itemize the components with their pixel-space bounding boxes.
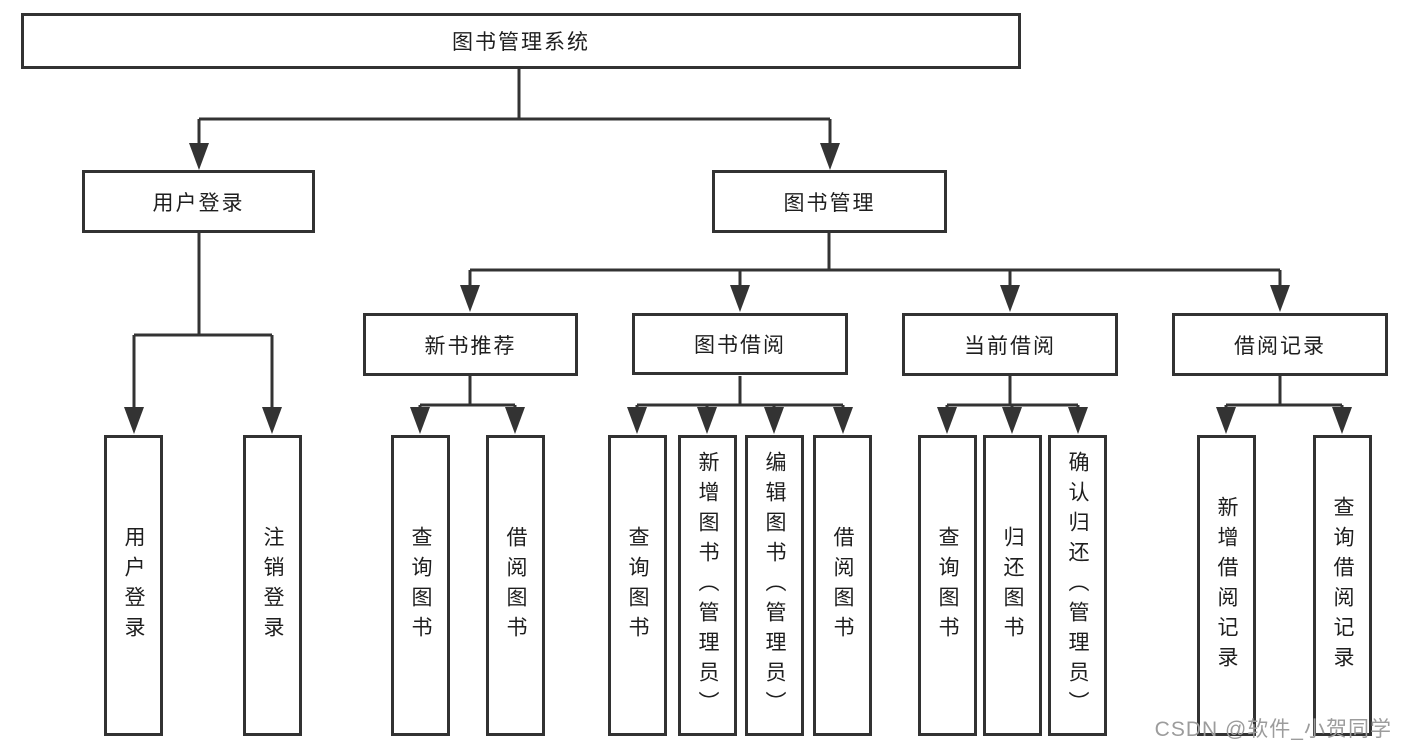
csdn-watermark: CSDN @软件_小贺同学: [1154, 718, 1392, 741]
node-root: 图书管理系统: [21, 13, 1021, 69]
leaf-user-login-label: 用户登录: [122, 525, 145, 646]
leaf-edit-book-admin: 编辑图书（管理员）: [745, 435, 804, 736]
node-borrow-records-label: 借阅记录: [1234, 334, 1326, 358]
leaf-add-book-admin: 新增图书（管理员）: [678, 435, 737, 736]
node-root-label: 图书管理系统: [452, 31, 590, 54]
node-user-login: 用户登录: [82, 170, 315, 233]
leaf-query-borrow-record-label: 查询借阅记录: [1331, 495, 1354, 676]
node-user-login-label: 用户登录: [152, 191, 245, 215]
leaf-borrow-books-2-label: 借阅图书: [831, 525, 854, 646]
leaf-return-book-label: 归还图书: [1001, 525, 1024, 646]
node-new-book-recommend: 新书推荐: [363, 313, 578, 376]
node-book-borrow-label: 图书借阅: [694, 334, 786, 357]
node-borrow-records: 借阅记录: [1172, 313, 1388, 376]
leaf-edit-book-admin-label: 编辑图书（管理员）: [763, 450, 786, 721]
leaf-user-login: 用户登录: [104, 435, 163, 736]
leaf-query-books-1-label: 查询图书: [409, 525, 432, 646]
leaf-query-books-2-label: 查询图书: [626, 525, 649, 646]
leaf-query-books-1: 查询图书: [391, 435, 450, 736]
node-current-borrow: 当前借阅: [902, 313, 1118, 376]
leaf-add-borrow-record-label: 新增借阅记录: [1215, 495, 1238, 676]
node-book-management-label: 图书管理: [783, 191, 876, 215]
leaf-add-borrow-record: 新增借阅记录: [1197, 435, 1256, 736]
node-book-borrow: 图书借阅: [632, 313, 848, 375]
leaf-confirm-return-admin-label: 确认归还（管理员）: [1066, 450, 1089, 721]
leaf-add-book-admin-label: 新增图书（管理员）: [696, 450, 719, 721]
leaf-logout-label: 注销登录: [261, 525, 284, 646]
node-current-borrow-label: 当前借阅: [964, 334, 1056, 358]
node-new-book-recommend-label: 新书推荐: [424, 334, 517, 358]
leaf-return-book: 归还图书: [983, 435, 1042, 736]
leaf-borrow-books-1-label: 借阅图书: [504, 525, 527, 646]
leaf-borrow-books-2: 借阅图书: [813, 435, 872, 736]
leaf-query-borrow-record: 查询借阅记录: [1313, 435, 1372, 736]
leaf-borrow-books-1: 借阅图书: [486, 435, 545, 736]
leaf-logout: 注销登录: [243, 435, 302, 736]
node-book-management: 图书管理: [712, 170, 947, 233]
leaf-query-books-3: 查询图书: [918, 435, 977, 736]
leaf-confirm-return-admin: 确认归还（管理员）: [1048, 435, 1107, 736]
leaf-query-books-2: 查询图书: [608, 435, 667, 736]
leaf-query-books-3-label: 查询图书: [936, 525, 959, 646]
